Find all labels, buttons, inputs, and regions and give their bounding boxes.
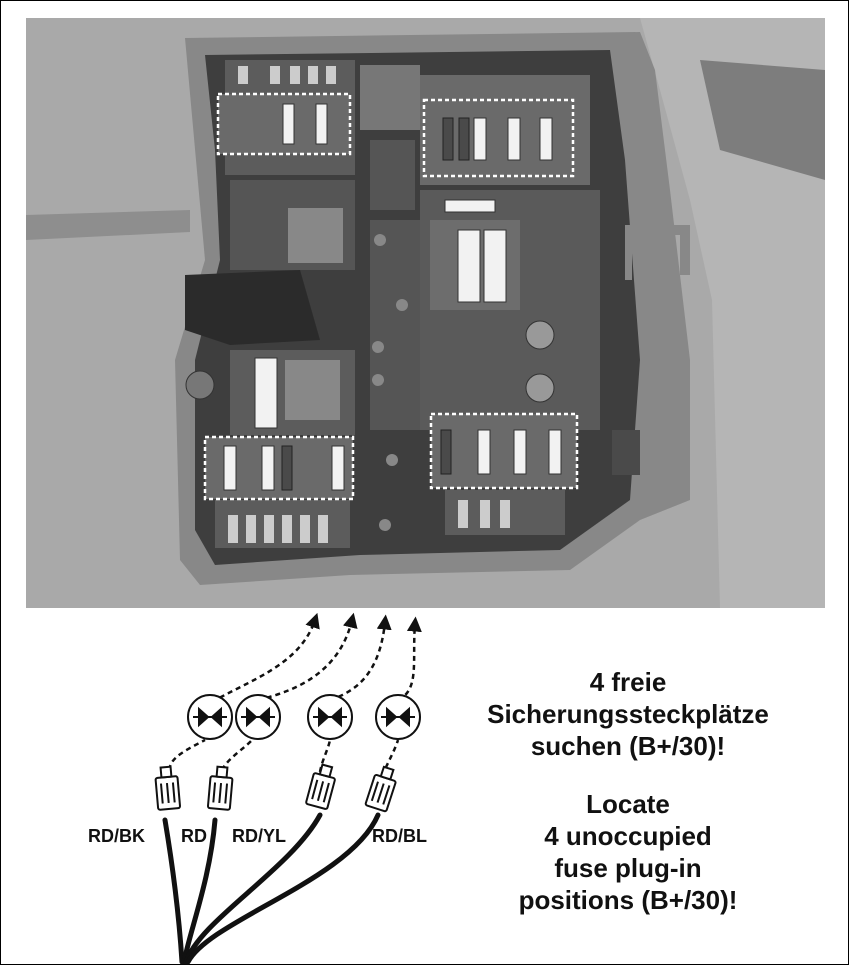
wire-rd: [181, 817, 218, 965]
wire-rd-bk: [162, 817, 185, 965]
busbar-center: [370, 220, 420, 430]
relay-mid: [370, 140, 415, 210]
side-clip: [612, 430, 640, 475]
connector-icon: [154, 765, 182, 811]
insertion-arrows: [211, 612, 422, 704]
screw: [379, 519, 391, 531]
wire-label-rd-bk: RD/BK: [88, 826, 145, 846]
fuse-symbols: [187, 694, 421, 740]
fuse-symbol-icon: [187, 694, 233, 740]
highlight-bottom-right: [429, 412, 579, 490]
screw: [386, 454, 398, 466]
relay-left: [288, 208, 343, 263]
connector-links: [168, 738, 400, 777]
photo-shadow: [700, 60, 825, 180]
highlight-bottom-left: [203, 435, 355, 501]
screw: [372, 341, 384, 353]
wire-label-rd-bl: RD/BL: [372, 826, 427, 846]
arrow-3: [329, 614, 392, 702]
mini-fuses-bottom: [228, 500, 510, 543]
bolt-terminal: [525, 320, 555, 350]
relay-top: [360, 65, 420, 130]
wire-label-rd: RD: [181, 826, 207, 846]
wire-label-rd-yl: RD/YL: [232, 826, 286, 846]
mini-fuses-top-left: [238, 66, 336, 84]
connector-icon: [206, 765, 234, 811]
fuse-symbol-icon: [307, 694, 353, 740]
side-bracket: [625, 225, 690, 280]
maxi-fuse: [457, 229, 481, 303]
maxi-fuse: [483, 229, 507, 303]
wire-bundle: [162, 812, 381, 965]
screw: [374, 234, 386, 246]
arrow-2: [257, 612, 358, 702]
fuse-symbol-icon: [235, 694, 281, 740]
connector-icon: [364, 765, 397, 813]
bolt-terminal: [525, 373, 555, 403]
connector-icon: [305, 763, 336, 810]
mount-hole: [185, 370, 215, 400]
highlight-top-left: [216, 92, 352, 156]
screw: [396, 299, 408, 311]
cover-latch: [185, 270, 320, 345]
photo-trim-left: [26, 210, 190, 240]
instruction-german: 4 freie Sicherungssteckplätze suchen (B+…: [487, 667, 769, 761]
wire-rd-yl: [183, 812, 323, 965]
instruction-english: Locate 4 unoccupied fuse plug-in positio…: [518, 789, 738, 915]
screw: [372, 374, 384, 386]
maxi-fuse-left: [254, 357, 278, 429]
relay-left-low: [285, 360, 340, 420]
fuse-strip: [444, 199, 496, 213]
arrow-1: [211, 612, 320, 704]
arrow-4: [397, 616, 422, 702]
wire-rd-bl: [185, 812, 381, 965]
fuse-symbol-icon: [375, 694, 421, 740]
highlight-top-right: [422, 98, 575, 178]
wire-connectors: [154, 763, 397, 813]
